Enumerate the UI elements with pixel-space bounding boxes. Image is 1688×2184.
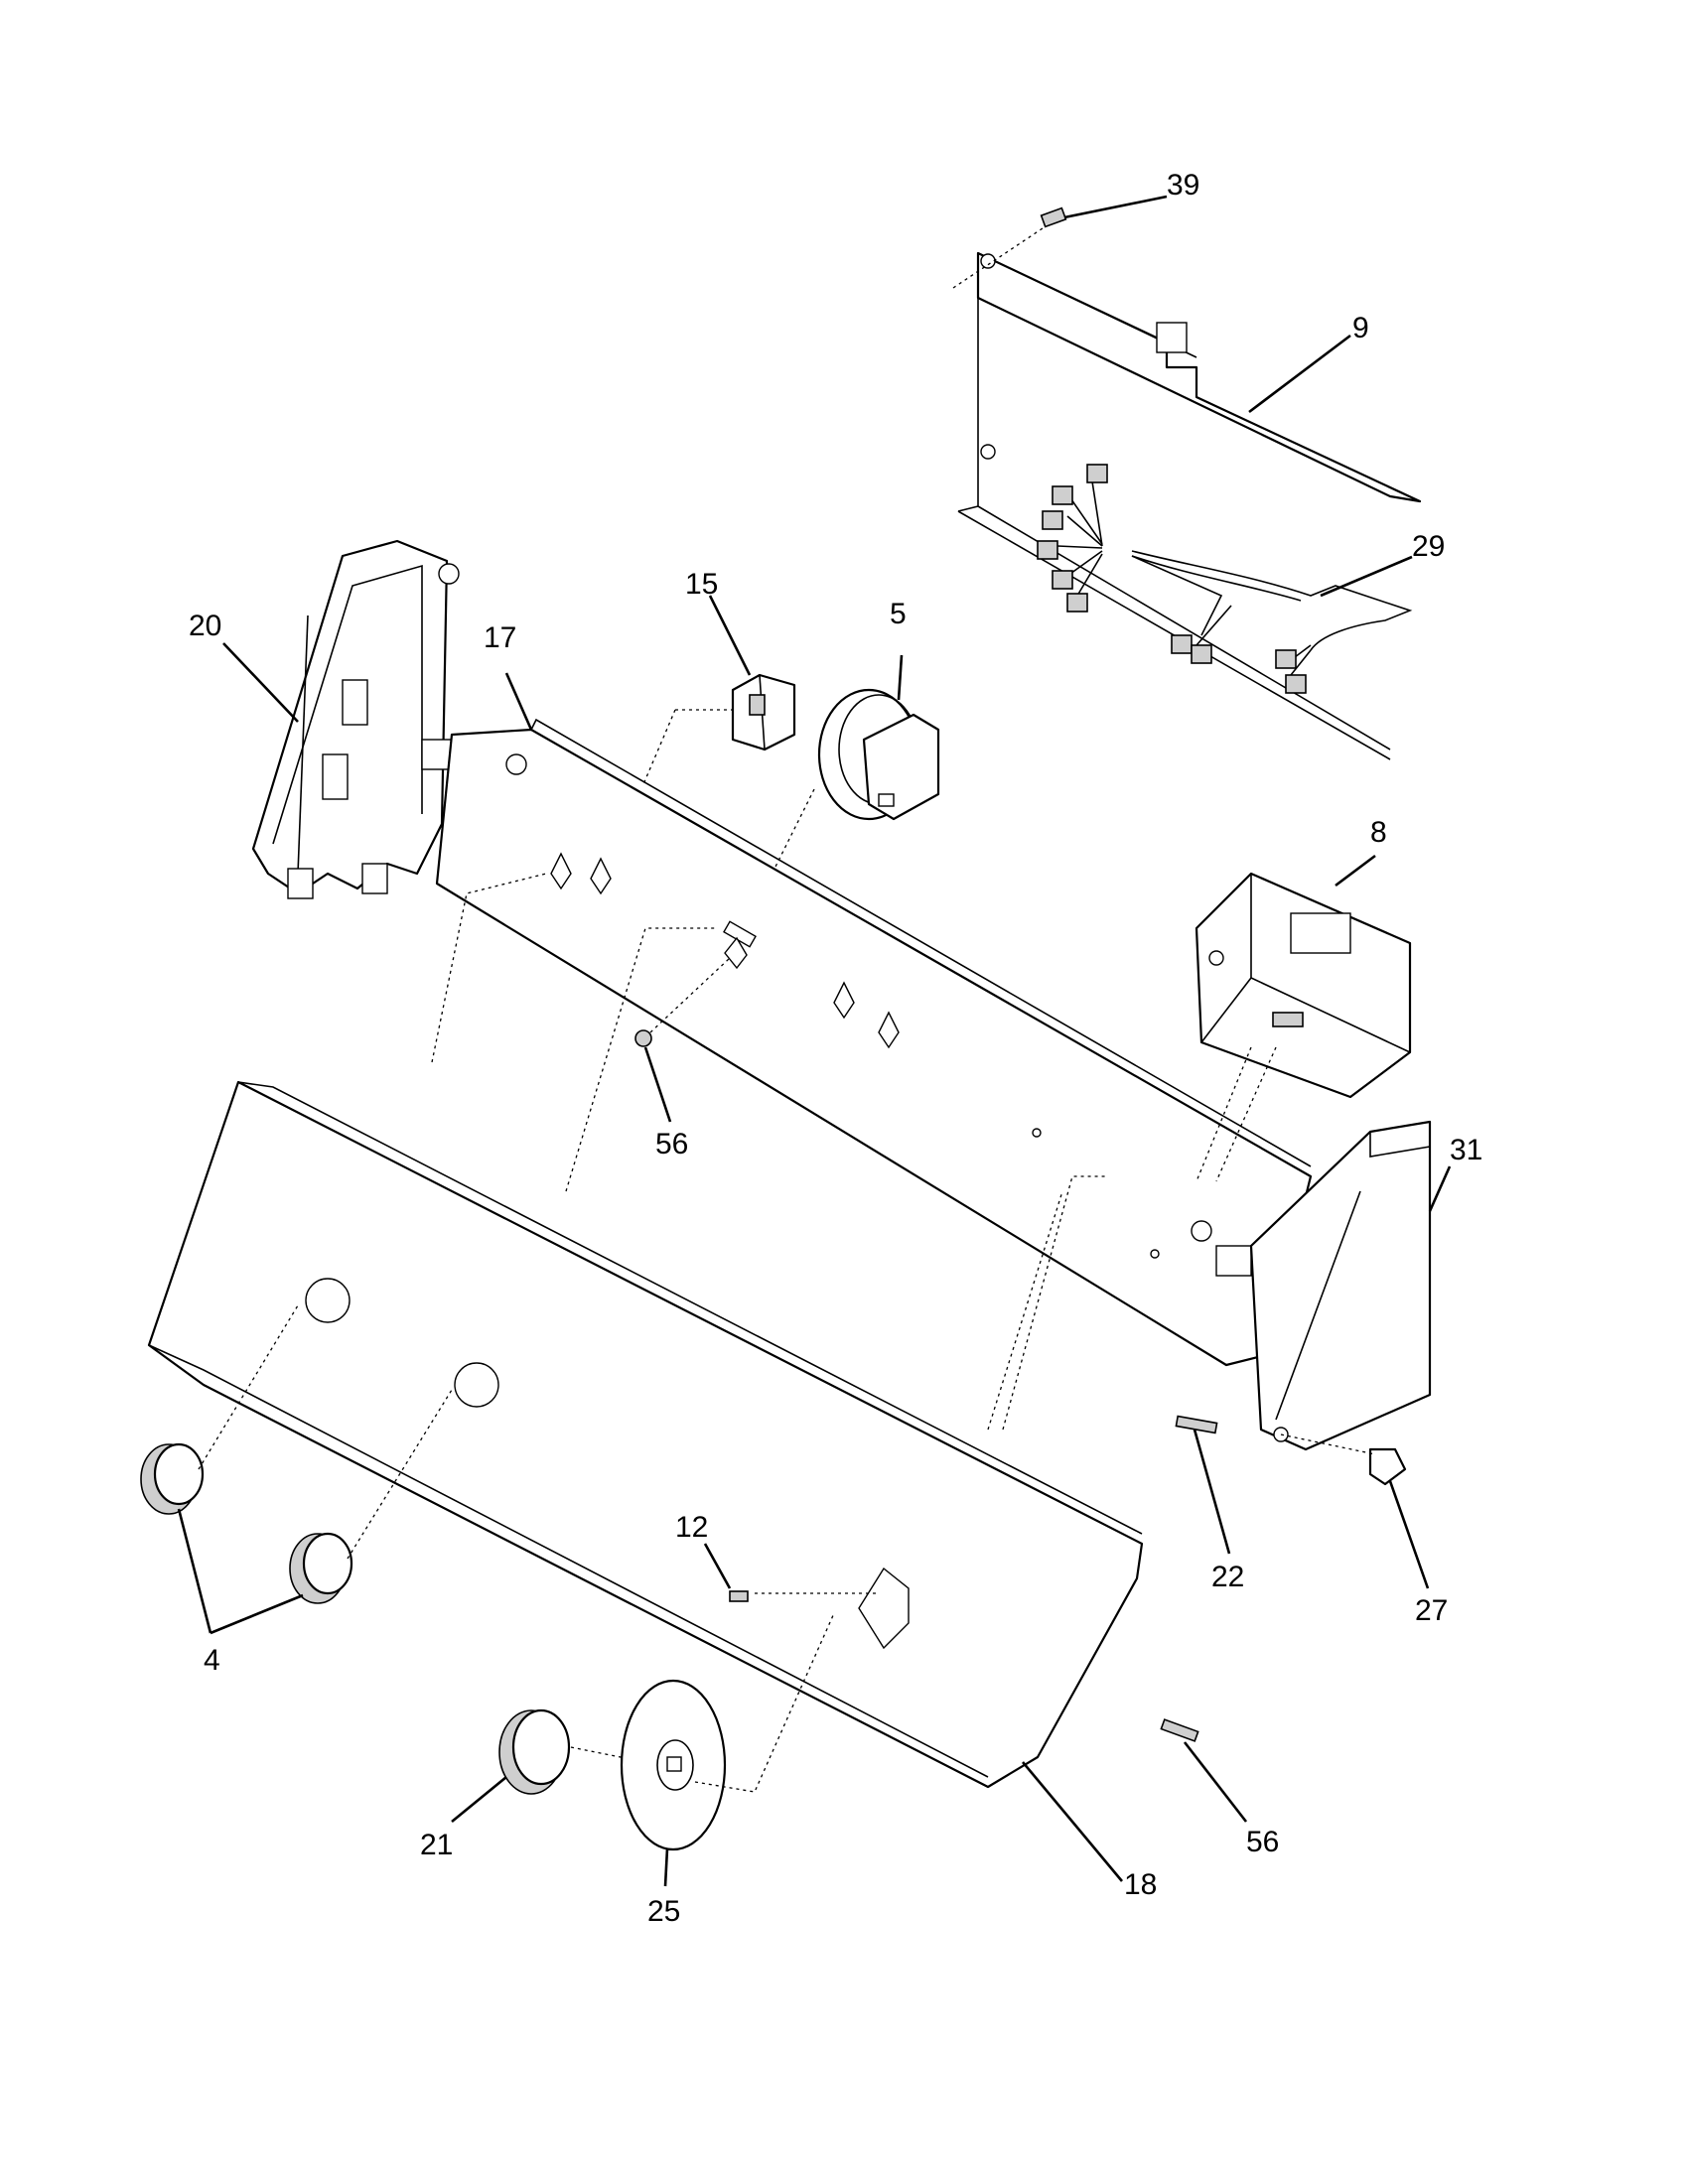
alignment-guides <box>431 873 1107 1431</box>
callout-27: 27 <box>1415 1594 1448 1627</box>
callout-15: 15 <box>685 568 718 601</box>
part-8-timer-housing <box>1195 872 1412 1182</box>
part-56-upper-screw <box>634 957 731 1047</box>
callout-20: 20 <box>189 610 221 642</box>
part-12-screw <box>729 1590 879 1602</box>
part-21-knob <box>498 1708 646 1795</box>
callout-39: 39 <box>1167 169 1199 202</box>
callout-9: 9 <box>1352 312 1369 344</box>
callouts: 39 9 29 20 17 15 5 8 56 31 22 27 12 4 21… <box>189 169 1482 1928</box>
part-20-left-bracket <box>251 539 460 899</box>
part-17-control-panel <box>435 718 1313 1367</box>
callout-29: 29 <box>1412 530 1445 563</box>
part-25-skirt <box>620 1612 835 1851</box>
callout-31: 31 <box>1450 1134 1482 1166</box>
part-15-switch <box>642 673 796 785</box>
part-56-lower-screw <box>1160 1718 1199 1742</box>
callout-17: 17 <box>484 621 516 654</box>
part-27-clip <box>1280 1433 1407 1486</box>
part-39-screw <box>952 206 1067 289</box>
callout-18: 18 <box>1124 1868 1157 1901</box>
part-4-knobs <box>140 1304 453 1604</box>
callout-4: 4 <box>204 1644 220 1677</box>
leader-lines <box>177 195 1452 1887</box>
part-31-right-cap <box>1249 1120 1432 1451</box>
callout-56-upper: 56 <box>655 1128 688 1160</box>
part-29-wire-harness <box>1037 464 1413 694</box>
part-9-rear-panel <box>957 251 1422 760</box>
callout-12: 12 <box>675 1511 708 1544</box>
part-5-timer <box>774 688 940 870</box>
callout-56-lower: 56 <box>1246 1826 1279 1858</box>
part-18-front-console <box>147 1080 1144 1789</box>
callout-21: 21 <box>420 1829 453 1861</box>
callout-22: 22 <box>1211 1561 1244 1593</box>
part-22-screw <box>1175 1415 1218 1434</box>
callout-5: 5 <box>890 598 907 630</box>
callout-8: 8 <box>1370 816 1387 849</box>
callout-25: 25 <box>647 1895 680 1928</box>
